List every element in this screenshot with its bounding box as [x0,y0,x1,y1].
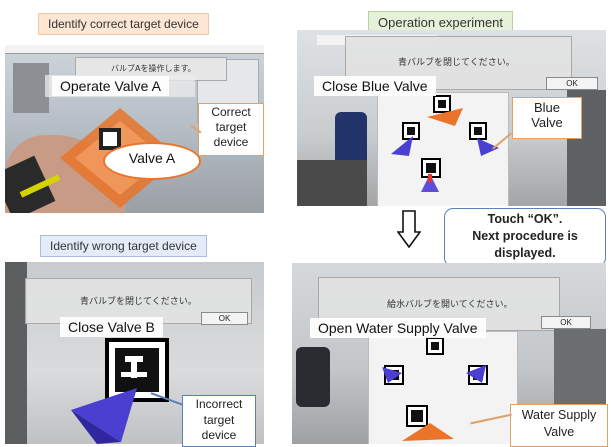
ar-marker [433,95,451,113]
screenshot-operate-valve-a: バルブAを操作します。 [5,45,264,213]
down-arrow-icon [397,210,421,248]
blue-valve-target [477,138,499,156]
left-wall-dark [5,262,27,444]
ok-button[interactable]: OK [541,316,591,329]
window-titlebar [5,45,264,54]
valve-lower [421,174,439,192]
header-identify-correct: Identify correct target device [38,13,209,35]
blue-valve-hologram [382,367,402,383]
dialog-message: バルブAを操作します。 [111,64,196,73]
callout-incorrect-target: Incorrect target device [182,395,256,447]
instruction-close-blue-valve: Close Blue Valve [314,76,436,96]
instruction-open-water-supply: Open Water Supply Valve [310,318,486,338]
instruction-operate-valve-a: Operate Valve A [52,76,169,96]
ok-button[interactable]: OK [546,77,598,90]
screenshot-close-blue-valve: 青バルブを閉じてください。 OK [297,30,606,206]
ar-marker [426,337,444,355]
dialog-message: 青バルブを閉じてください。 [398,58,515,68]
ok-button[interactable]: OK [201,312,248,325]
valve-a-label: Valve A [128,150,176,166]
ar-marker [105,338,169,402]
orange-valve-hologram [427,108,463,126]
blue-valve-b-hologram [71,388,137,444]
water-supply-valve-hologram [402,423,454,441]
callout-water-supply-valve: Water Supply Valve [510,404,608,447]
callout-blue-valve: Blue Valve [512,97,582,139]
dialog-message: 給水バルブを開いてください。 [387,300,513,310]
callout-correct-target: Correct target device [198,103,264,156]
background-shelf [13,63,49,113]
blue-valve-hologram [466,365,486,383]
ar-marker [406,405,428,427]
header-identify-wrong: Identify wrong target device [40,235,207,257]
touch-ok-note: Touch “OK”. Next procedure is displayed. [444,208,606,267]
instruction-close-valve-b: Close Valve B [60,317,163,337]
dialog-message: 青バルブを閉じてください。 [80,297,197,307]
valve-a-ellipse [103,142,201,180]
left-desk [297,160,367,206]
ar-dialog: 青バルブを閉じてください。 OK [25,278,252,325]
header-operation-experiment: Operation experiment [368,11,514,34]
blue-valve-left [391,136,413,156]
left-chair [296,347,330,407]
